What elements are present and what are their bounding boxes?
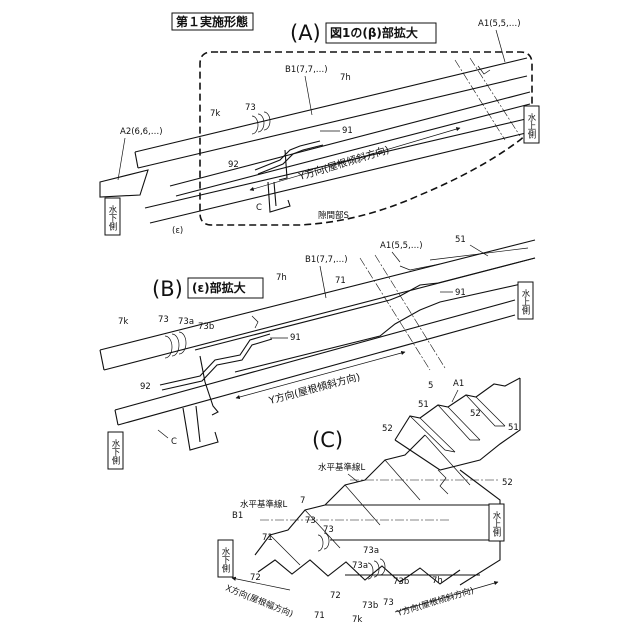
panel-c-label-7k: 7k — [352, 615, 362, 625]
panel-c-label-73b-2: 73b — [393, 577, 409, 587]
embodiment-title: 第１実施形態 — [176, 14, 248, 29]
panel-c-label-73a-3: 73a — [352, 561, 368, 571]
corrugated-panel-upper — [395, 378, 520, 470]
panel-c-label-73b: 73 — [323, 525, 334, 535]
panel-b-label-73b: 73b — [198, 322, 214, 332]
panel-b-label-c: C — [171, 437, 177, 447]
panel-c-side-up: 水上側 — [491, 510, 501, 536]
panel-a-label-b1: B1(7,7,…) — [285, 65, 328, 75]
panel-c-letter: (C) — [312, 428, 343, 452]
panel-b-label-y-direction: Y方向(屋根傾斜方向) — [266, 370, 361, 407]
panel-a-label-c: C — [256, 203, 262, 213]
panel-a-side-down: 水下側 — [107, 204, 117, 230]
panel-a-label-gap: 隙間部S — [318, 210, 349, 221]
panel-c-label-7h: 7h — [432, 576, 443, 586]
panel-b-label-7k: 7k — [118, 317, 128, 327]
panel-b-label-92: 92 — [140, 382, 151, 392]
panel-b-title: (ε)部拡大 — [192, 280, 246, 295]
panel-a-label-a1: A1(5,5,…) — [478, 19, 521, 29]
panel-a-letter: (A) — [290, 21, 321, 45]
panel-b-side-up: 水上側 — [520, 288, 530, 314]
panel-b-label-b1: B1(7,7,…) — [305, 255, 348, 265]
panel-c-label-72a: 72 — [250, 573, 261, 583]
panel-a-label-7k: 7k — [210, 109, 220, 119]
panel-a-label-7h: 7h — [340, 73, 351, 83]
panel-c-label-5: 5 — [428, 381, 433, 391]
panel-b-label-91b: 91 — [290, 333, 301, 343]
panel-c-label-52c: 52 — [502, 478, 513, 488]
panel-c-label-73a-2: 73a — [363, 546, 379, 556]
panel-c-label-52b: 52 — [382, 424, 393, 434]
panel-a-title: 図1の(β)部拡大 — [330, 25, 418, 40]
panel-c-label-y-direction: Y方向(屋根傾斜方向) — [395, 585, 476, 619]
panel-b-label-91a: 91 — [455, 288, 466, 298]
panel-c-label-a1: A1 — [453, 379, 464, 389]
roof-panel-b — [100, 240, 535, 425]
panel-c-label-73a: 73 — [305, 516, 316, 526]
panel-c-label-73b-3: 73b — [362, 601, 378, 611]
panel-a-label-a2: A2(6,6,…) — [120, 127, 163, 137]
panel-b-side-down: 水下側 — [110, 438, 120, 464]
panel-c-label-71a: 71 — [262, 533, 273, 543]
panel-a-label-epsilon: (ε) — [172, 226, 183, 236]
panel-c-side-down: 水下側 — [220, 546, 230, 572]
panel-a-label-92: 92 — [228, 160, 239, 170]
corrugated-panel-lower — [255, 435, 500, 585]
panel-c-label-72b: 72 — [330, 591, 341, 601]
panel-b-label-51: 51 — [455, 235, 466, 245]
panel-b-label-a1: A1(5,5,…) — [380, 241, 423, 251]
panel-c-label-x-direction: X方向(屋根幅方向) — [224, 583, 295, 620]
panel-c-label-51a: 51 — [418, 400, 429, 410]
panel-a-label-91: 91 — [342, 126, 353, 136]
panel-c-label-horiz-ref-1: 水平基準線L — [318, 462, 366, 473]
connector-bracket-b — [160, 316, 272, 450]
panel-c-label-b1: B1 — [232, 511, 243, 521]
panel-b-label-71: 71 — [335, 276, 346, 286]
panel-c-label-52a: 52 — [470, 409, 481, 419]
panel-c-label-horiz-ref-2: 水平基準線L — [240, 499, 288, 510]
panel-c-label-51b: 51 — [508, 423, 519, 433]
panel-a-label-73: 73 — [245, 103, 256, 113]
panel-c-label-7: 7 — [300, 496, 305, 506]
panel-b-label-73: 73 — [158, 315, 169, 325]
panel-b-letter: (B) — [152, 277, 183, 301]
roof-panel-a — [100, 58, 530, 223]
panel-b-label-73a: 73a — [178, 317, 194, 327]
panel-c-label-73c: 73 — [383, 598, 394, 608]
panel-a-side-up: 水上側 — [526, 112, 536, 138]
panel-b-label-7h: 7h — [276, 273, 287, 283]
panel-c-label-71b: 71 — [314, 611, 325, 621]
